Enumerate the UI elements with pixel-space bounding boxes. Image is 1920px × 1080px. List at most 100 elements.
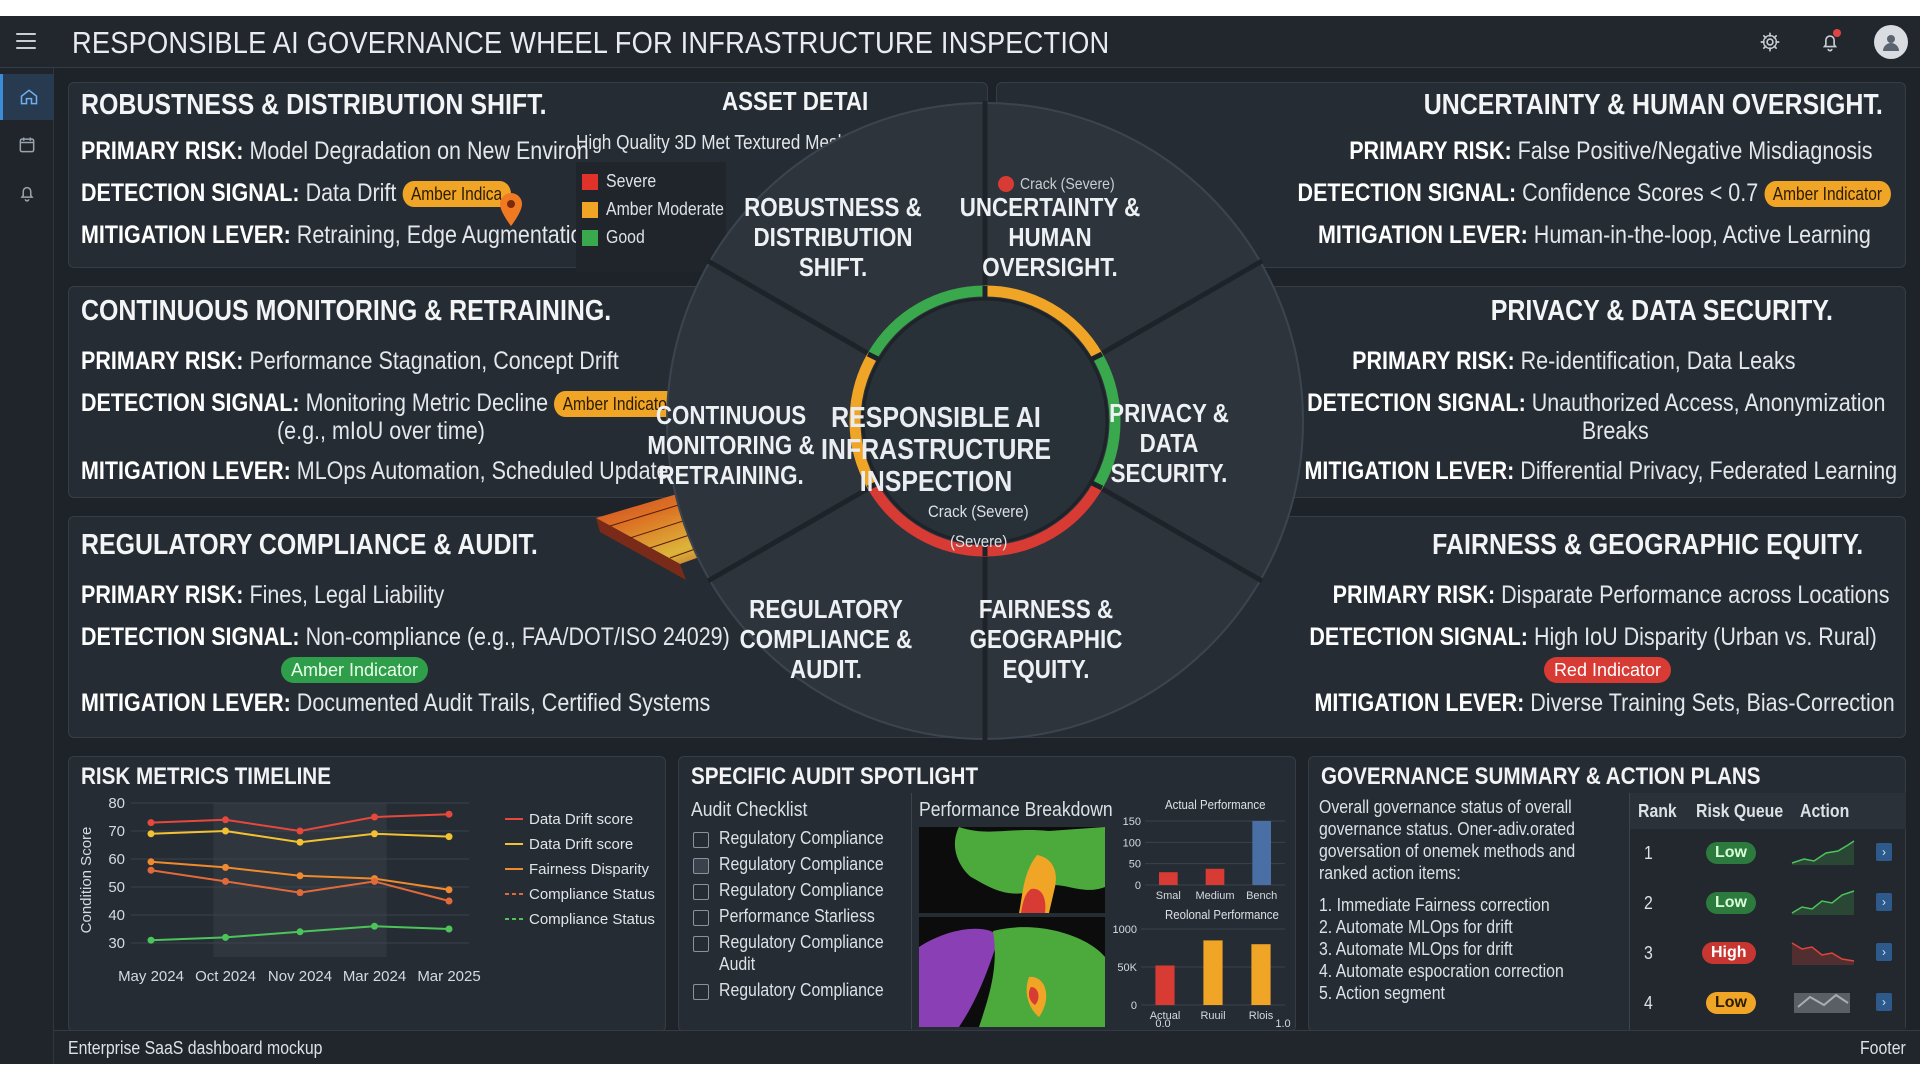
monitoring-signal-detail: (e.g., mIoU over time) (277, 417, 485, 445)
dashboard-screen: RESPONSIBLE AI GOVERNANCE WHEEL FOR INFR… (0, 16, 1920, 1064)
fairness-indicator: Red Indicator (1543, 657, 1671, 683)
bar (1159, 872, 1178, 885)
legend-label-severe: Severe (606, 171, 657, 191)
x-tick-label: Nov 2024 (268, 968, 332, 985)
checklist-checkbox[interactable] (693, 936, 709, 952)
checklist-item: Regulatory Compliance (719, 880, 884, 900)
x-tick-label: Actual (1150, 1010, 1181, 1022)
trend-sparkline (1791, 840, 1855, 865)
segmentation-map-image (919, 827, 1105, 1027)
action-item[interactable]: 3. Automate MLOps for drift (1319, 939, 1513, 959)
robustness-risk-row: PRIMARY RISK: Model Degradation on New E… (81, 137, 589, 165)
trend-sparkline (1791, 942, 1855, 965)
checklist-checkbox[interactable] (693, 858, 709, 874)
regional-performance-title: Reolonal Performance (1165, 907, 1279, 922)
checklist-checkbox[interactable] (693, 832, 709, 848)
data-point (222, 827, 229, 835)
x-tick-label: Ruuil (1200, 1010, 1225, 1022)
checklist-checkbox[interactable] (693, 910, 709, 926)
risk-badge: Low (1706, 892, 1756, 914)
action-item[interactable]: 1. Immediate Fairness correction (1319, 895, 1550, 915)
rank-cell: 3 (1644, 943, 1653, 963)
row-action-arrow[interactable]: › (1876, 943, 1892, 961)
asset-detail-title: ASSET DETAI (722, 86, 869, 116)
bar (1203, 940, 1223, 1005)
legend-label: Data Drift score (529, 836, 633, 853)
data-point (296, 928, 304, 936)
legend-swatch-severe (582, 174, 598, 190)
footer-left-text: Enterprise SaaS dashboard mockup (68, 1038, 323, 1058)
regulatory-title: REGULATORY COMPLIANCE & AUDIT. (81, 529, 538, 561)
data-point (222, 816, 229, 824)
y-tick-label: 50K (1117, 962, 1137, 974)
action-item[interactable]: 5. Action segment (1319, 983, 1445, 1003)
risk-badge: Low (1706, 992, 1756, 1014)
y-axis-label: Condition Score (78, 827, 95, 934)
location-pin-icon[interactable] (495, 191, 527, 236)
page-title: RESPONSIBLE AI GOVERNANCE WHEEL FOR INFR… (72, 25, 1110, 60)
data-point (222, 933, 229, 941)
fairness-lever-row: MITIGATION LEVER: Diverse Training Sets,… (1314, 689, 1895, 717)
regulatory-lever-row: MITIGATION LEVER: Documented Audit Trail… (81, 689, 711, 717)
summary-text-line: ranked action items: (1319, 863, 1461, 883)
action-item[interactable]: 4. Automate espocration correction (1319, 961, 1564, 981)
asset-detail-subtitle: High Quality 3D Met Textured Mesh (576, 132, 848, 154)
performance-breakdown-title: Performance Breakdown (919, 799, 1113, 821)
divider (911, 793, 912, 1029)
summary-text-line: governance status. Oner-adiv.orated (1319, 819, 1575, 839)
sidebar-home-icon[interactable] (0, 74, 54, 120)
scale-max-label: 1.0 (1275, 1018, 1290, 1029)
checklist-checkbox[interactable] (693, 884, 709, 900)
checklist-title: Audit Checklist (691, 799, 808, 821)
data-point (371, 813, 378, 821)
checklist-item: Performance Starliess (719, 906, 875, 926)
action-table: Rank Risk Queue Action 1 Low › 2 Low › 3… (1629, 793, 1906, 1031)
governance-wheel (666, 101, 1304, 741)
row-action-arrow[interactable]: › (1876, 843, 1892, 861)
sidebar (0, 68, 54, 1064)
checklist-checkbox[interactable] (693, 984, 709, 1000)
x-tick-label: Smal (1156, 890, 1181, 902)
panel-monitoring: CONTINUOUS MONITORING & RETRAINING. PRIM… (68, 286, 988, 498)
monitoring-signal-row: DETECTION SIGNAL: Monitoring Metric Decl… (81, 389, 681, 418)
hamburger-menu-icon[interactable] (16, 33, 36, 51)
robustness-signal-row: DETECTION SIGNAL: Data Drift Amber Indic… (81, 179, 511, 208)
panel-audit-spotlight: SPECIFIC AUDIT SPOTLIGHT Audit Checklist… (678, 756, 1296, 1032)
regulatory-indicator: Amber Indicator (281, 657, 429, 683)
y-tick-label: 0 (1135, 880, 1141, 892)
legend-label: Data Drift score (529, 811, 633, 828)
user-avatar-icon[interactable] (1874, 25, 1908, 59)
notification-bell-icon[interactable] (1816, 28, 1844, 56)
data-point (222, 863, 229, 871)
data-point (445, 886, 453, 894)
x-tick-label: May 2024 (118, 968, 184, 985)
data-point (222, 877, 229, 885)
action-item[interactable]: 2. Automate MLOps for drift (1319, 917, 1513, 937)
y-tick-label: 40 (108, 907, 125, 924)
legend-swatch-moderate (582, 202, 598, 218)
row-action-arrow[interactable]: › (1876, 993, 1892, 1011)
row-action-arrow[interactable]: › (1876, 893, 1892, 911)
sidebar-calendar-icon[interactable] (0, 122, 54, 168)
legend-label: Compliance Status (529, 886, 655, 903)
timeline-title: RISK METRICS TIMELINE (81, 763, 331, 790)
sidebar-bell-icon[interactable] (0, 170, 54, 216)
uncertainty-lever-row: MITIGATION LEVER: Human-in-the-loop, Act… (1318, 221, 1871, 249)
column-risk-queue: Risk Queue (1696, 801, 1784, 821)
rank-cell: 4 (1644, 993, 1653, 1013)
legend-label: Compliance Status (529, 911, 655, 928)
wheel-center-note: Crack (Severe) (928, 502, 1029, 521)
x-tick-label: Rlois (1249, 1010, 1274, 1022)
bar (1155, 965, 1175, 1005)
privacy-signal-row: DETECTION SIGNAL: Unauthorized Access, A… (1306, 389, 1885, 417)
settings-gear-icon[interactable] (1756, 28, 1784, 56)
